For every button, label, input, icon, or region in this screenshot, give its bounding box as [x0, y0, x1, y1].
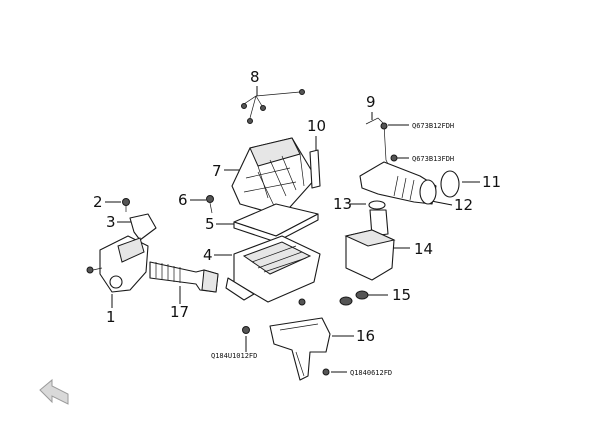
- callout-14: 14: [414, 240, 433, 258]
- part-2-screw: [122, 198, 130, 212]
- callout-2: 2: [93, 193, 103, 211]
- part-11-clamp: [440, 170, 460, 198]
- callout-9: 9: [366, 93, 376, 111]
- callout-4: 4: [203, 246, 213, 264]
- part-number-label: Q673B13FDH: [412, 155, 454, 163]
- callout-6: 6: [178, 191, 188, 209]
- part-4-housing-lower: [225, 235, 321, 306]
- part-16-mounting-bracket: [242, 317, 331, 381]
- callout-13: 13: [333, 195, 352, 213]
- part-15-grommets: [339, 290, 369, 306]
- callout-17: 17: [170, 303, 189, 321]
- part-10-bracket: [309, 149, 321, 189]
- part-13-clamp: [368, 200, 386, 210]
- callout-10: 10: [307, 117, 326, 135]
- part-6-screw: [206, 195, 214, 214]
- part-7-housing-cover: [231, 137, 317, 217]
- callout-16: 16: [356, 327, 375, 345]
- callout-15: 15: [392, 286, 411, 304]
- part-12-air-duct: [359, 161, 437, 205]
- callout-12: 12: [454, 196, 473, 214]
- part-9-breather-pipe: [365, 117, 398, 169]
- part-8-screws: [241, 89, 305, 124]
- back-arrow-icon[interactable]: [39, 378, 69, 405]
- callout-5: 5: [205, 215, 215, 233]
- part-17-intake-hose: [149, 261, 219, 293]
- callout-3: 3: [106, 213, 116, 231]
- part-number-label: Q673B12FDH: [412, 122, 454, 130]
- part-5-filter-element: [233, 203, 319, 243]
- callout-11: 11: [482, 173, 501, 191]
- part-14-resonator: [344, 209, 396, 281]
- callout-7: 7: [212, 162, 222, 180]
- part-number-label: Q1840612FD: [350, 369, 392, 377]
- callout-8: 8: [250, 68, 260, 86]
- callout-1: 1: [106, 308, 116, 326]
- part-3-bracket: [129, 213, 157, 241]
- part-number-label: Q184U1012FD: [211, 352, 257, 360]
- part-1-elbow: [86, 235, 149, 293]
